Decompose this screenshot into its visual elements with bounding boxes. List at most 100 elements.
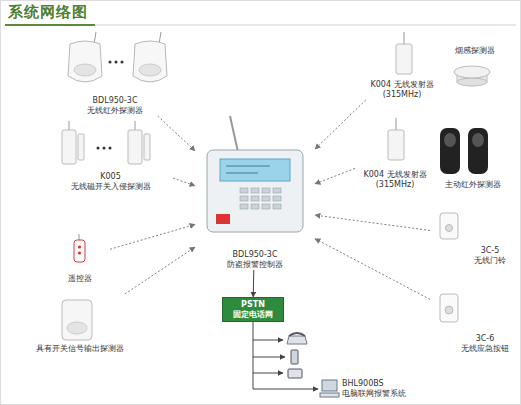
key <box>251 196 259 201</box>
emergency-button: 3C-6 无线应急按钮 <box>430 288 512 354</box>
controller-body <box>207 150 303 232</box>
pager <box>288 369 302 378</box>
node-label: BDL950-3C 无线红外探测器 <box>79 96 151 116</box>
wireless-transmitter: K004 无线发射器(315MHz) <box>355 116 435 190</box>
dot <box>109 61 112 64</box>
pir-detector <box>62 300 92 340</box>
remote-control: 遥控器 <box>50 232 110 284</box>
phone-handset <box>289 333 305 336</box>
pir-lens <box>139 64 161 76</box>
emergency-button-key <box>445 306 453 314</box>
node-label: 烟感探测器 <box>449 46 501 56</box>
connector <box>158 116 195 151</box>
connector <box>253 322 318 389</box>
connector <box>315 215 430 230</box>
display-line <box>226 166 270 167</box>
dot <box>121 61 124 64</box>
door-sensor <box>62 130 76 164</box>
door-sensor <box>128 130 142 164</box>
pir-detector <box>68 41 102 82</box>
smoke-detector-base <box>457 78 487 86</box>
node-label: 主动红外探测器 <box>441 180 505 190</box>
wireless-transmitter: K004 无线发射器(315MHz) <box>362 30 442 100</box>
dot <box>103 147 106 150</box>
beam-detector <box>440 128 460 174</box>
connector <box>315 168 355 183</box>
connector <box>110 224 195 249</box>
antenna <box>79 234 80 240</box>
node-label: K004 无线发射器(315MHz) <box>353 170 437 190</box>
controller-logo <box>216 214 230 224</box>
node-label: K005 无线磁开关入侵探测器 <box>65 172 157 192</box>
branch-line <box>253 373 283 374</box>
magnet <box>144 134 150 160</box>
beam-detector <box>468 128 488 174</box>
key <box>240 188 248 193</box>
remote-body <box>74 240 85 262</box>
key <box>251 188 259 193</box>
remote-button <box>78 245 81 248</box>
wireless-doorbell: 3C-5 无线门铃 <box>430 206 512 266</box>
doorbell <box>440 213 458 239</box>
controller-display <box>220 159 290 181</box>
magnet <box>78 134 84 160</box>
pir-detector-group: BDL950-3C 无线红外探测器 <box>55 36 175 116</box>
node-label: K004 无线发射器(315MHz) <box>360 80 444 100</box>
connector <box>253 270 255 297</box>
beam-detector: 主动红外探测器 <box>437 120 509 190</box>
key <box>262 188 270 193</box>
node-label: 3C-6 无线应急按钮 <box>458 334 512 354</box>
switch-output-detector: 具有开关信号输出探测器 <box>18 294 142 354</box>
alarm-system-computer: BHL900BS 电脑联网报警系统 <box>318 374 430 404</box>
key <box>262 204 270 209</box>
pstn-box: PSTN 固定电话网 <box>222 297 284 322</box>
doorbell-button <box>446 225 453 232</box>
diagram-title: 系统网络图 <box>8 3 88 22</box>
emergency-button-body <box>440 294 458 322</box>
connector <box>315 100 366 149</box>
pir-lens <box>74 64 96 76</box>
mobile-phone <box>291 350 298 364</box>
keypad <box>240 188 281 209</box>
transmitter <box>396 44 412 74</box>
title-rule <box>5 25 516 26</box>
dot <box>115 61 118 64</box>
pir-detector <box>133 41 167 82</box>
node-label: BDL950-3C 防盗报警控制器 <box>218 250 292 270</box>
key <box>273 196 281 201</box>
smoke-detector: 烟感探测器 <box>444 46 506 94</box>
dot <box>109 147 112 150</box>
remote-button <box>78 251 81 254</box>
computer-monitor <box>322 380 337 391</box>
beam-lens <box>444 133 456 147</box>
node-label: PSTN 固定电话网 <box>225 300 281 320</box>
antenna <box>404 32 405 44</box>
antenna <box>396 118 397 130</box>
dot <box>97 147 100 150</box>
computer-keyboard <box>320 393 339 397</box>
connector <box>173 178 195 186</box>
smoke-detector-top <box>454 66 490 78</box>
key <box>240 196 248 201</box>
antenna <box>230 116 238 152</box>
antenna <box>69 121 70 130</box>
display-line <box>226 173 258 174</box>
node-label: 具有开关信号输出探测器 <box>28 344 132 354</box>
node-label: 3C-5 无线门铃 <box>468 246 512 266</box>
alarm-controller: BDL950-3C 防盗报警控制器 <box>195 144 315 270</box>
key <box>262 196 270 201</box>
pir-lens <box>67 322 87 334</box>
door-sensor-group: K005 无线磁开关入侵探测器 <box>48 120 173 192</box>
key <box>251 204 259 209</box>
beam-lens <box>472 133 484 147</box>
key <box>240 204 248 209</box>
node-label: 遥控器 <box>60 274 100 284</box>
key <box>273 188 281 193</box>
key <box>273 204 281 209</box>
antenna <box>135 121 136 130</box>
branch-line <box>253 340 283 341</box>
connector <box>315 239 430 300</box>
desk-phone <box>287 336 307 344</box>
